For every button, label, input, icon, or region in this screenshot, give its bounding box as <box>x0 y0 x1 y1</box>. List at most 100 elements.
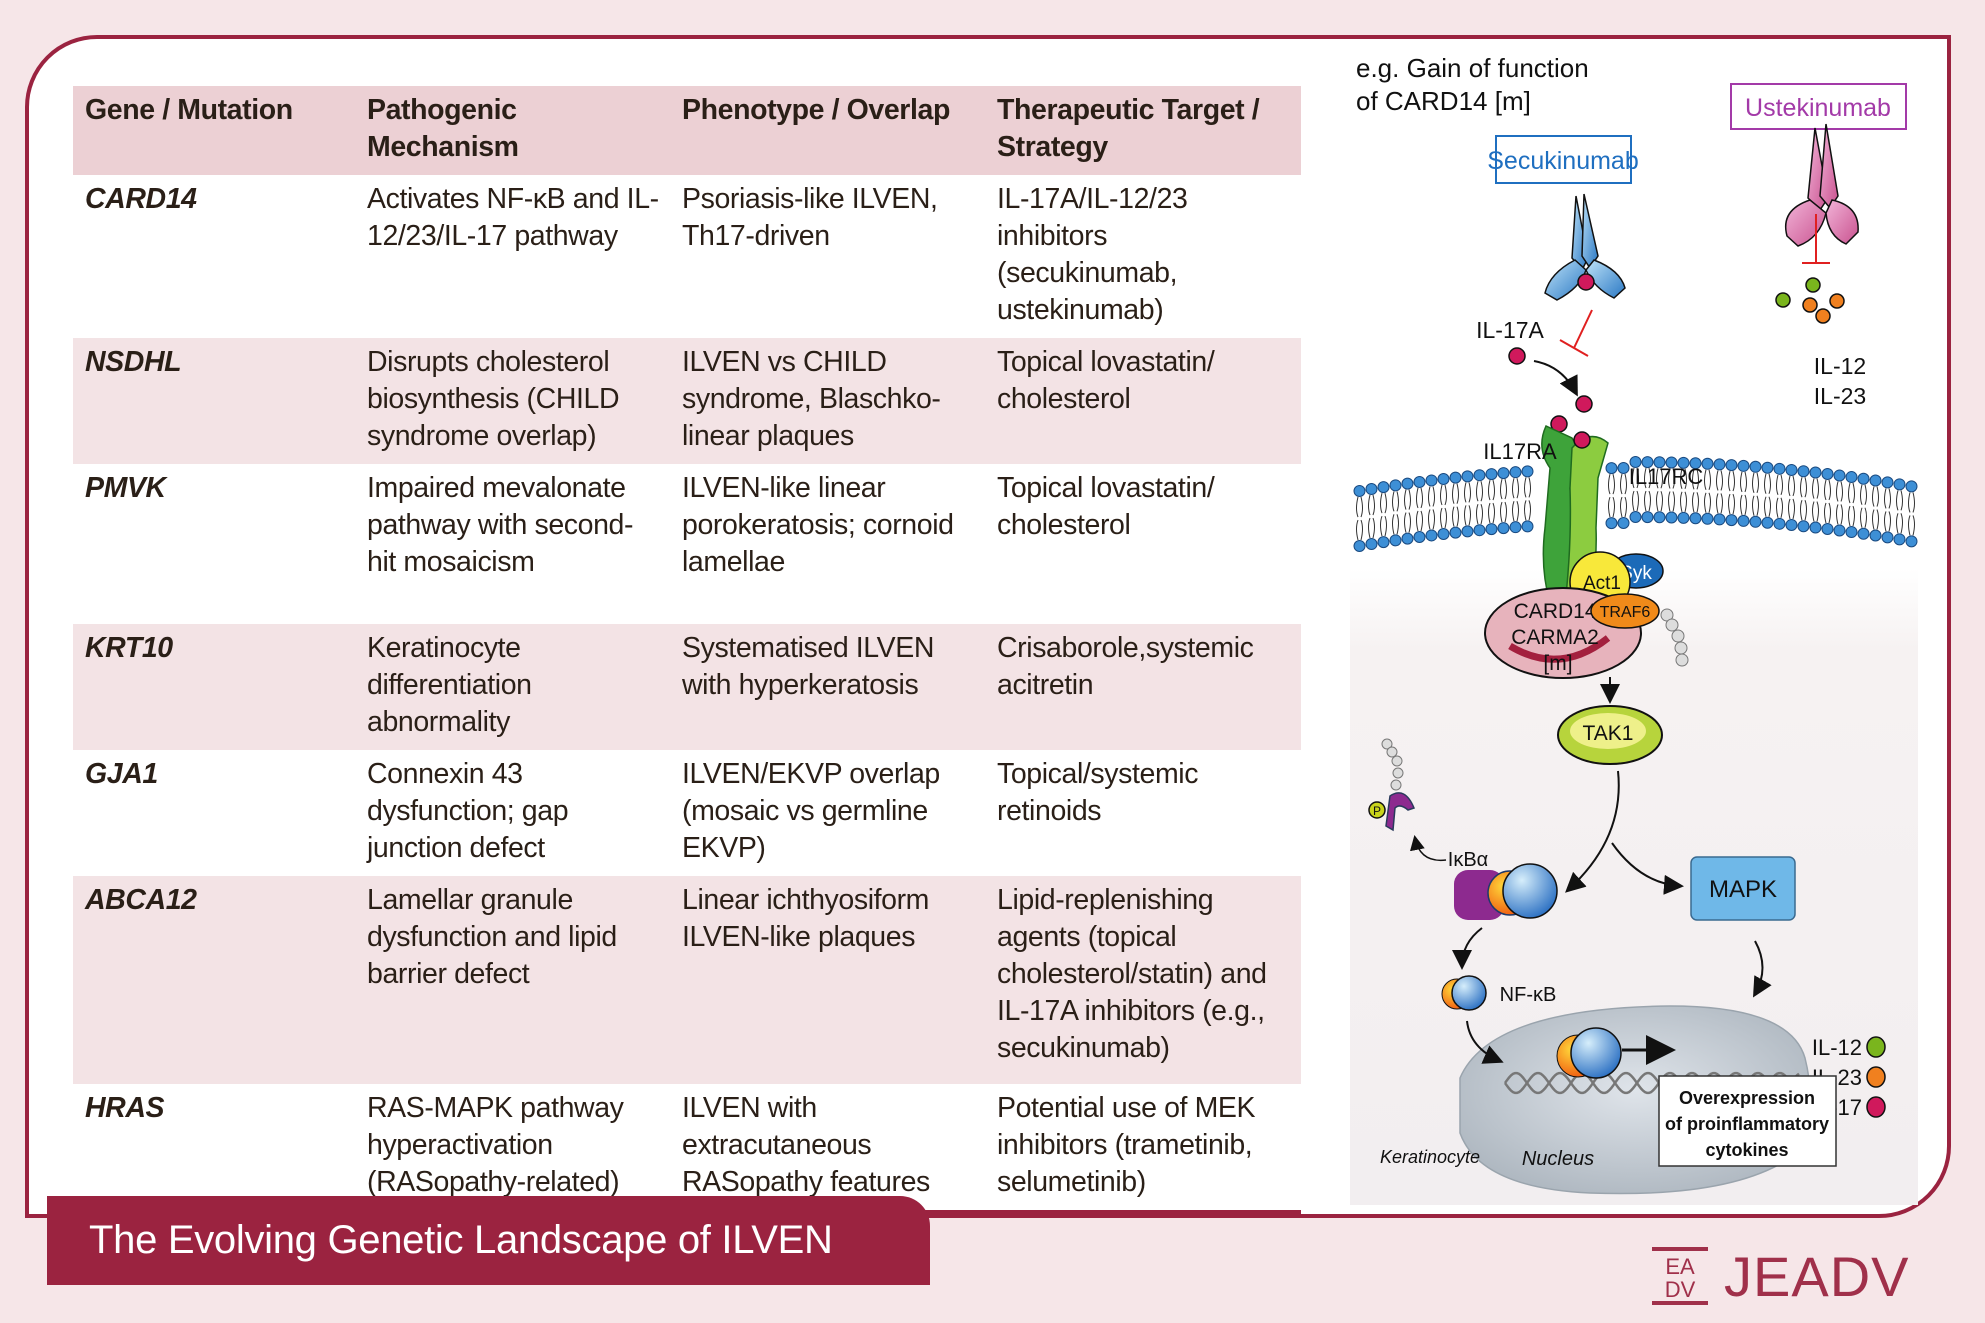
lipid-head <box>1749 515 1762 528</box>
il17a-cytokine-icon <box>1575 395 1593 413</box>
lipid-head <box>1677 511 1690 524</box>
lipid-head <box>1773 517 1786 530</box>
lipid-head <box>1461 470 1474 483</box>
table-header-row: Gene / Mutation Pathogenic Mechanism Phe… <box>73 86 1301 175</box>
lipid-head <box>1893 478 1906 491</box>
inhibition-bar <box>1559 339 1589 357</box>
ikba-nfkb-complex-icon <box>1454 863 1558 920</box>
lipid-head <box>1773 462 1786 475</box>
lipid-head <box>1353 540 1366 553</box>
overexpression-line3: cytokines <box>1705 1140 1788 1160</box>
phosphate-label: P <box>1373 804 1381 818</box>
lipid-head <box>1797 465 1810 478</box>
card14-label-line3: [m] <box>1543 652 1572 675</box>
lipid-tail <box>1800 477 1807 521</box>
mechanism-cell: RAS-MAPK pathway hyperactivation (RASopa… <box>367 1092 624 1198</box>
nucleus-label: Nucleus <box>1522 1148 1594 1170</box>
lipid-head <box>1401 477 1414 490</box>
lipid-head <box>1689 457 1702 470</box>
signal-arrow-icon <box>1452 927 1483 970</box>
lipid-tail <box>1608 474 1615 518</box>
card14-label-line2: CARMA2 <box>1511 626 1599 649</box>
ustekinumab-box <box>1730 83 1907 130</box>
table-row: ABCA12 Lamellar granule dysfunction and … <box>73 876 1301 1084</box>
lipid-tail <box>1380 493 1387 537</box>
lipid-tail <box>1896 490 1903 534</box>
mapk-label: MAPK <box>1709 876 1777 903</box>
lipid-tail <box>1452 483 1459 527</box>
logo-mark-top: EA <box>1665 1254 1695 1279</box>
lipid-tail <box>1404 489 1411 533</box>
lipid-head <box>1881 476 1894 489</box>
phenotype-cell: Systematised ILVEN with hyperkeratosis <box>670 624 985 750</box>
ustekinumab-label: Ustekinumab <box>1745 94 1891 122</box>
lipid-tail <box>1848 482 1855 527</box>
lipid-head <box>1497 522 1510 535</box>
lipid-head <box>1509 521 1522 534</box>
therapy-cell: Crisaborole,systemic acitretin <box>985 624 1301 750</box>
lipid-head <box>1485 468 1498 481</box>
pathway-diagram-panel: e.g. Gain of function of CARD14 [m] Uste… <box>1350 48 1918 1205</box>
lipid-head <box>1785 463 1798 476</box>
lipid-head <box>1521 465 1534 478</box>
legend-il12-icon <box>1866 1036 1886 1058</box>
lipid-tail <box>1824 479 1831 524</box>
ikba-label: IκBα <box>1448 849 1488 871</box>
header-mechanism: Pathogenic Mechanism <box>355 86 670 175</box>
gene-cell: NSDHL <box>73 338 355 464</box>
lipid-head <box>1509 466 1522 479</box>
lipid-tail <box>1668 468 1675 512</box>
lipid-tail <box>1416 487 1423 532</box>
lipid-head <box>1485 523 1498 536</box>
lipid-head <box>1353 485 1366 498</box>
degraded-ikba-icon <box>1385 792 1415 832</box>
lipid-head <box>1725 514 1738 527</box>
signal-arrow-icon <box>1565 770 1620 893</box>
lipid-head <box>1437 527 1450 540</box>
card14-shading <box>1508 635 1611 663</box>
pathway-diagram: e.g. Gain of function of CARD14 [m] Uste… <box>1353 53 1918 1195</box>
lipid-head <box>1761 516 1774 529</box>
il17rc-label: IL17RC <box>1629 464 1704 489</box>
secukinumab-box <box>1495 135 1632 184</box>
legend-il12-label: IL-12 <box>1812 1035 1862 1060</box>
lipid-head <box>1833 469 1846 482</box>
gene-table: Gene / Mutation Pathogenic Mechanism Phe… <box>73 86 1301 1215</box>
lipid-tail <box>1488 479 1495 524</box>
lipid-tail <box>1836 481 1843 525</box>
overexpression-box <box>1658 1075 1837 1167</box>
lipid-tail <box>1644 467 1651 512</box>
lipid-head <box>1833 524 1846 537</box>
header-phenotype: Phenotype / Overlap <box>670 86 985 175</box>
signal-arrow-icon <box>1753 940 1772 998</box>
table-row: PMVK Impaired mevalonate pathway with se… <box>73 464 1301 624</box>
lipid-tail <box>1392 491 1399 535</box>
lipid-head <box>1605 517 1618 530</box>
lipid-head <box>1653 456 1666 469</box>
therapy-cell: Topical/systemic retinoids <box>997 758 1199 827</box>
lipid-head <box>1749 460 1762 473</box>
il23-label: IL-23 <box>1814 383 1866 409</box>
lipid-head <box>1737 459 1750 472</box>
table-row: CARD14 Activates NF-κB and IL-12/23/IL-1… <box>73 175 1301 338</box>
lipid-tail <box>1776 474 1783 518</box>
lipid-head <box>1869 474 1882 487</box>
lipid-head <box>1617 517 1630 530</box>
nfkb-label: NF-κB <box>1500 984 1557 1006</box>
mechanism-cell: Impaired mevalonate pathway with second-… <box>367 472 634 578</box>
gene-cell: CARD14 <box>85 183 197 215</box>
lipid-tail <box>1716 470 1723 514</box>
lipid-head <box>1713 458 1726 471</box>
lipid-tail <box>1812 478 1819 522</box>
lipid-tail <box>1788 475 1795 520</box>
lipid-head <box>1641 511 1654 524</box>
therapy-cell: Topical lovastatin/ cholesterol <box>997 472 1215 541</box>
lipid-head <box>1785 518 1798 531</box>
lipid-head <box>1677 456 1690 469</box>
phenotype-cell: Psoriasis-like ILVEN, Th17-driven <box>682 183 938 252</box>
lipid-tail <box>1860 484 1867 528</box>
lipid-head <box>1665 511 1678 524</box>
lipid-head <box>1797 520 1810 533</box>
lipid-head <box>1857 472 1870 485</box>
overexpression-line2: of proinflammatory <box>1665 1114 1829 1134</box>
